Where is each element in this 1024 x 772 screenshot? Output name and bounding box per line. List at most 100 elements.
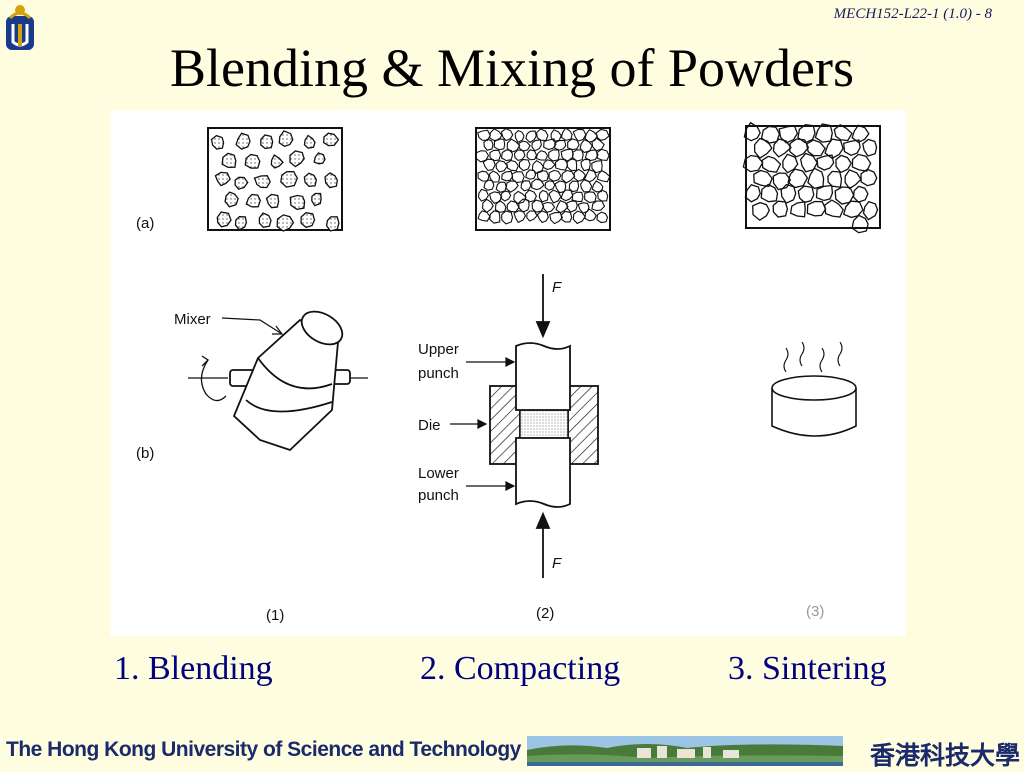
die-label: Die — [418, 417, 441, 434]
grain-cell — [743, 121, 761, 142]
grain-cell — [560, 148, 574, 162]
grain-cell — [597, 189, 609, 202]
grain-cell — [567, 138, 580, 151]
slide-title: Blending & Mixing of Powders — [170, 38, 854, 98]
grain-cell — [797, 185, 815, 204]
grain-cell — [814, 123, 833, 143]
grain-cell — [548, 189, 562, 204]
column-label-3: (3) — [806, 603, 824, 620]
force-label-bottom: F — [552, 555, 562, 572]
row-label-a: (a) — [136, 215, 154, 232]
grain-cell — [489, 128, 503, 142]
grain-cell — [482, 198, 494, 214]
grain-cell — [536, 170, 549, 183]
mixer-label: Mixer — [174, 311, 211, 328]
powder-particle — [234, 176, 249, 190]
grain-cell — [800, 152, 818, 173]
powder-particle — [276, 214, 295, 232]
powder-particle — [253, 175, 271, 189]
grain-cell — [833, 124, 853, 142]
grain-cell — [531, 139, 542, 152]
grain-cell — [518, 140, 531, 152]
grain-cell — [501, 170, 514, 182]
grain-cell — [572, 128, 587, 142]
grain-cell — [526, 149, 538, 161]
grain-cell — [584, 208, 597, 222]
grain-cell — [844, 169, 862, 190]
grain-cell — [780, 183, 797, 204]
grain-cell — [511, 171, 525, 184]
grain-cell — [506, 159, 520, 172]
grain-cell — [835, 154, 852, 174]
grain-cell — [554, 139, 567, 151]
column-label-2: (2) — [536, 605, 554, 622]
row-label-b: (b) — [136, 445, 154, 462]
grain-cell — [807, 167, 825, 190]
grain-cell — [549, 211, 564, 225]
grain-cell — [761, 155, 782, 173]
powder-particle — [303, 172, 318, 187]
powder-particle — [323, 132, 340, 147]
grain-cell — [531, 160, 544, 174]
grain-cell — [824, 138, 844, 160]
grain-cell — [488, 170, 501, 183]
force-label-top: F — [552, 279, 562, 296]
grain-cell — [560, 127, 573, 141]
grain-cell — [753, 137, 773, 159]
grain-cell — [483, 179, 495, 191]
step-blending: 1. Blending — [114, 650, 273, 687]
grain-cell — [525, 130, 537, 144]
grain-cell — [566, 157, 578, 171]
grain-cell — [513, 149, 526, 162]
university-name-en: The Hong Kong University of Science and … — [6, 738, 521, 761]
grain-cell — [489, 210, 501, 224]
grain-cell — [815, 184, 834, 202]
grain-cell — [772, 138, 792, 158]
grain-cell — [531, 178, 545, 191]
step-compacting: 2. Compacting — [420, 650, 621, 687]
sintered-part-drawing — [771, 341, 857, 437]
lower-label-1: Lower — [418, 465, 459, 482]
footer-bar — [0, 728, 1024, 768]
grain-cell — [513, 190, 527, 205]
powder-particle — [210, 134, 225, 150]
grain-cell — [806, 200, 827, 217]
powder-particle — [224, 191, 239, 208]
loose-powder-panel — [207, 127, 343, 232]
grain-cell — [842, 200, 864, 219]
grain-cell — [535, 128, 549, 142]
grain-cell — [572, 210, 586, 225]
powder-particle — [214, 171, 231, 187]
grain-cell — [742, 154, 764, 173]
grain-cell — [753, 169, 773, 188]
powder-particle — [234, 216, 248, 231]
press-drawing — [489, 274, 599, 578]
grain-cell — [851, 124, 870, 144]
powder-particle — [324, 172, 338, 189]
grain-cell — [596, 148, 610, 161]
grain-cell — [827, 170, 843, 188]
grain-cell — [789, 138, 810, 158]
sintered-powder-panel — [742, 121, 881, 234]
grain-cell — [772, 172, 792, 191]
grain-cell — [499, 190, 512, 202]
grain-cell — [789, 201, 806, 218]
lower-label-2: punch — [418, 487, 459, 504]
campus-photo-banner — [527, 736, 843, 766]
university-name-cn: 香港科技大學 — [869, 741, 1020, 770]
grain-cell — [541, 201, 556, 213]
grain-cell — [561, 170, 576, 184]
grain-cell — [505, 180, 519, 193]
grain-cell — [566, 200, 578, 213]
step-sintering: 3. Sintering — [728, 650, 887, 687]
grain-cell — [571, 191, 584, 203]
powder-particle — [311, 192, 322, 207]
grain-cell — [501, 210, 514, 225]
grain-cell — [518, 158, 531, 172]
grain-cell — [493, 138, 506, 151]
grain-cell — [744, 183, 761, 203]
powder-particle — [244, 153, 261, 169]
grain-cell — [513, 210, 527, 224]
grain-cell — [760, 183, 779, 203]
powder-particle — [235, 132, 251, 150]
